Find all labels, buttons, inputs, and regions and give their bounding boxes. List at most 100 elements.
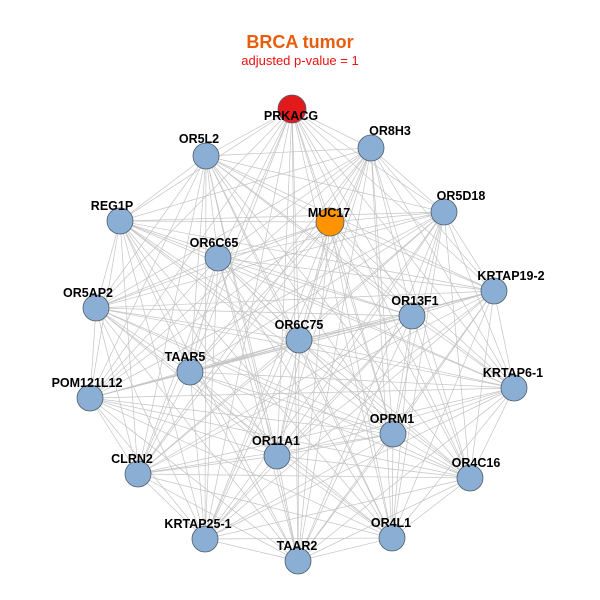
graph-edge bbox=[95, 307, 393, 539]
graph-node-krtap19-2 bbox=[480, 277, 508, 305]
graph-edge bbox=[391, 387, 515, 539]
node-label-or5l2: OR5L2 bbox=[179, 132, 219, 146]
graph-edge bbox=[137, 473, 299, 562]
graph-edge bbox=[204, 538, 299, 562]
graph-edge bbox=[119, 220, 206, 540]
graph-edge bbox=[137, 315, 413, 475]
graph-edge bbox=[95, 307, 299, 562]
graph-edge bbox=[205, 155, 471, 479]
graph-edge bbox=[329, 221, 394, 435]
graph-edge bbox=[391, 290, 495, 539]
graph-edge bbox=[119, 147, 372, 222]
node-label-or4c16: OR4C16 bbox=[452, 456, 501, 470]
graph-edge bbox=[298, 339, 393, 539]
graph-edge bbox=[95, 147, 372, 309]
graph-edge bbox=[298, 221, 331, 341]
graph-node-or5d18 bbox=[430, 198, 458, 226]
graph-edge bbox=[89, 397, 299, 562]
graph-edge bbox=[89, 147, 372, 399]
graph-edge bbox=[298, 339, 394, 435]
chart-title: BRCA tumor bbox=[246, 32, 354, 52]
graph-edge bbox=[89, 397, 278, 457]
graph-edge bbox=[329, 221, 413, 317]
node-label-or8h3: OR8H3 bbox=[369, 124, 411, 138]
graph-edge bbox=[217, 257, 495, 292]
graph-edge bbox=[217, 257, 299, 562]
graph-edge bbox=[443, 211, 515, 389]
graph-edge bbox=[291, 108, 471, 479]
graph-edge bbox=[137, 473, 393, 539]
graph-edge bbox=[469, 290, 495, 479]
node-label-clrn2: CLRN2 bbox=[111, 452, 153, 466]
node-label-krtap19-2: KRTAP19-2 bbox=[477, 269, 544, 283]
graph-edge bbox=[89, 397, 139, 475]
graph-edge bbox=[119, 220, 219, 259]
graph-edge bbox=[276, 433, 394, 457]
graph-edge bbox=[137, 257, 219, 475]
graph-edge bbox=[370, 147, 445, 213]
graph-edge bbox=[137, 147, 372, 475]
graph-edge bbox=[370, 147, 393, 539]
graph-edge bbox=[297, 339, 300, 562]
graph-edge bbox=[205, 155, 515, 389]
graph-edge bbox=[204, 211, 445, 540]
graph-edge bbox=[189, 371, 206, 540]
graph-edge bbox=[297, 147, 372, 562]
graph-edge bbox=[95, 307, 394, 435]
node-label-or5d18: OR5D18 bbox=[437, 189, 486, 203]
node-label-or5ap2: OR5AP2 bbox=[63, 286, 113, 300]
graph-edge bbox=[205, 155, 300, 341]
graph-edge bbox=[119, 220, 331, 223]
graph-edge bbox=[119, 211, 445, 222]
graph-node-clrn2 bbox=[124, 460, 152, 488]
graph-edge bbox=[89, 371, 191, 399]
graph-edge bbox=[297, 477, 471, 562]
graph-edge bbox=[119, 220, 515, 389]
graph-node-krtap6-1 bbox=[500, 374, 528, 402]
graph-edge bbox=[391, 211, 445, 539]
graph-edge bbox=[204, 455, 278, 540]
graph-edge bbox=[291, 108, 394, 435]
graph-node-or6c75 bbox=[285, 326, 313, 354]
graph-edge bbox=[217, 108, 293, 259]
graph-edge bbox=[276, 339, 300, 457]
graph-edge bbox=[392, 315, 413, 435]
graph-edge bbox=[204, 315, 413, 540]
graph-edge bbox=[297, 387, 515, 562]
graph-edge bbox=[329, 221, 495, 292]
graph-edge bbox=[276, 455, 471, 479]
graph-edge bbox=[95, 307, 300, 341]
graph-node-krtap25-1 bbox=[191, 525, 219, 553]
graph-node-or6c65 bbox=[204, 244, 232, 272]
graph-node-muc17 bbox=[315, 207, 345, 237]
graph-node-or13f1 bbox=[398, 302, 426, 330]
graph-edge bbox=[297, 315, 413, 562]
graph-node-or4l1 bbox=[378, 524, 406, 552]
graph-node-or4c16 bbox=[456, 464, 484, 492]
graph-edge bbox=[297, 433, 394, 562]
graph-edge bbox=[189, 371, 299, 562]
graph-edge bbox=[95, 257, 219, 309]
graph-edge bbox=[443, 211, 495, 292]
graph-edge bbox=[89, 397, 394, 435]
graph-edge bbox=[95, 108, 293, 309]
graph-edge bbox=[205, 155, 413, 317]
graph-edge bbox=[95, 220, 121, 309]
graph-edge bbox=[291, 108, 300, 341]
graph-edge bbox=[119, 220, 393, 539]
graph-edge bbox=[411, 315, 471, 479]
node-label-oprm1: OPRM1 bbox=[370, 412, 415, 426]
graph-edge bbox=[276, 147, 372, 457]
graph-edge bbox=[298, 339, 515, 389]
graph-edge bbox=[119, 220, 299, 562]
graph-edge bbox=[204, 477, 471, 540]
graph-edge bbox=[291, 108, 413, 317]
graph-edge bbox=[276, 455, 299, 562]
graph-edge bbox=[297, 221, 331, 562]
graph-edge bbox=[95, 307, 191, 373]
graph-edge bbox=[298, 147, 372, 341]
graph-edge bbox=[189, 371, 393, 539]
node-label-krtap6-1: KRTAP6-1 bbox=[483, 366, 543, 380]
graph-edge bbox=[189, 155, 207, 373]
chart-subtitle: adjusted p-value = 1 bbox=[241, 53, 359, 68]
